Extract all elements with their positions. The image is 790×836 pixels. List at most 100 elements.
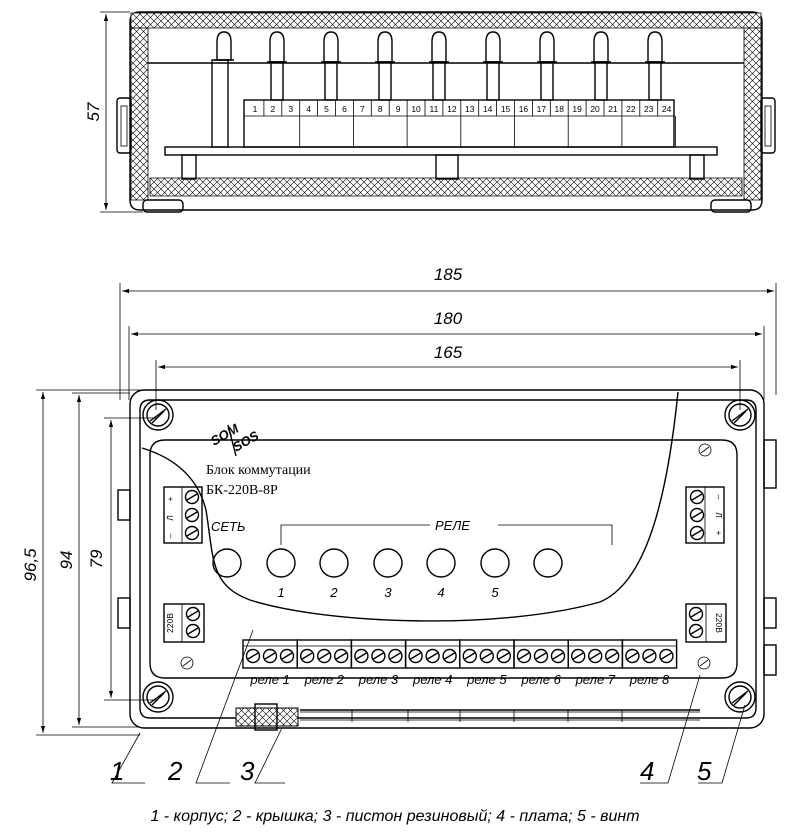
led-number: 1 [277, 585, 284, 600]
terminal-number: 7 [360, 104, 365, 114]
relay-terminal-5: реле 5 [459, 639, 515, 687]
relay-label: реле 4 [412, 672, 452, 687]
dimension-height-57: 57 [84, 102, 103, 121]
screw-2 [724, 399, 756, 431]
relay-label: реле 6 [520, 672, 561, 687]
front-view: 185 180 165 96,5 94 79 [21, 265, 777, 786]
leds [212, 548, 563, 578]
terminal-number: 18 [555, 104, 565, 114]
device-title-line1: Блок коммутации [206, 463, 311, 478]
led-number: 2 [329, 585, 338, 600]
led-side-3 [375, 31, 395, 101]
terminal-number: 23 [644, 104, 654, 114]
led-side-4 [429, 31, 449, 101]
led-7 [533, 548, 563, 578]
relay-terminal-1: реле 1 [242, 639, 298, 687]
relay-terminal-6: реле 6 [513, 639, 569, 687]
led-number: 4 [437, 585, 444, 600]
relay-terminals: реле 1 реле 2 реле 3 реле 4 реле 5 реле 6 реле… [184, 489, 705, 687]
led-side-1 [267, 31, 287, 101]
pcb-mount-hole [180, 656, 194, 670]
dimension-94: 94 [57, 551, 76, 570]
terminal-number: 4 [306, 104, 311, 114]
terminal-number: 12 [447, 104, 457, 114]
relay-header: РЕЛЕ [435, 518, 470, 533]
terminal-number: 6 [342, 104, 347, 114]
led-numbers: 1 2 3 4 5 [277, 585, 499, 600]
relay-terminal-3: реле 3 [350, 639, 407, 687]
relay-label: реле 7 [575, 672, 616, 687]
svg-text:Л: Л [165, 515, 175, 521]
terminal-number: 9 [396, 104, 401, 114]
svg-text:Л: Л [714, 512, 724, 518]
knockouts [351, 710, 623, 722]
relay-label: реле 2 [304, 672, 345, 687]
screws [142, 399, 756, 713]
led-side-6 [537, 31, 557, 101]
svg-text:+: + [165, 496, 175, 501]
left-power-terminal: + Л – [163, 486, 203, 544]
led-number: 3 [384, 585, 392, 600]
svg-text:220В: 220В [714, 613, 724, 633]
relay-label: реле 3 [358, 672, 399, 687]
dimension-180: 180 [434, 309, 463, 328]
dimension-165: 165 [434, 343, 463, 362]
dimension-96-5: 96,5 [21, 548, 40, 582]
terminal-screw [184, 525, 200, 541]
terminal-number: 15 [501, 104, 511, 114]
led-number: 5 [491, 585, 499, 600]
callout-1: 1 [110, 756, 124, 786]
net-label: СЕТЬ [211, 519, 245, 534]
right-220v-terminal: 220В [685, 603, 727, 643]
terminal-screw [184, 507, 200, 523]
terminal-screw [688, 606, 704, 622]
terminal-number: 22 [626, 104, 636, 114]
relay-label: реле 5 [466, 672, 507, 687]
relay-label: реле 1 [249, 672, 289, 687]
terminal-screw [688, 623, 704, 639]
terminal-number: 21 [608, 104, 618, 114]
caption: 1 - корпус; 2 - крышка; 3 - пистон резин… [150, 808, 640, 825]
terminal-screw [184, 489, 200, 505]
pcb-mount-hole [698, 443, 712, 457]
logo: SOM SOS [208, 420, 262, 457]
screw-4 [724, 681, 756, 713]
terminal-screw [185, 623, 201, 639]
device-title-line2: БК-220В-8Р [206, 483, 278, 498]
led-2 [266, 548, 296, 578]
terminal-number: 8 [378, 104, 383, 114]
svg-text:+: + [714, 531, 724, 536]
relay-terminal-7: реле 7 [567, 639, 624, 687]
screw-1 [142, 399, 174, 431]
led-row [214, 31, 234, 61]
terminal-screw [689, 489, 705, 505]
right-power-terminal: – Л + [685, 486, 725, 544]
callout-4: 4 [640, 756, 654, 786]
screw-3 [142, 681, 174, 713]
terminal-number: 16 [519, 104, 529, 114]
led-4 [373, 548, 403, 578]
svg-text:–: – [714, 495, 724, 500]
terminal-number: 10 [411, 104, 421, 114]
led-side-2 [321, 31, 341, 101]
callouts: 1 2 3 4 5 [110, 629, 746, 786]
pcb-mount-hole [697, 656, 711, 670]
led-3 [319, 548, 349, 578]
led-1 [212, 548, 242, 578]
terminal-number: 24 [662, 104, 672, 114]
relay-terminal-2: реле 2 [296, 639, 353, 687]
led-side-7 [591, 31, 611, 101]
led-side-5 [483, 31, 503, 101]
led-6 [480, 548, 510, 578]
terminal-number: 13 [465, 104, 475, 114]
relay-terminal-4: реле 4 [404, 639, 461, 687]
led-5 [426, 548, 456, 578]
callout-5: 5 [697, 756, 712, 786]
relay-label: реле 8 [629, 672, 670, 687]
terminal-screw [689, 525, 705, 541]
terminal-number: 5 [324, 104, 329, 114]
terminal-number: 1 [253, 104, 258, 114]
